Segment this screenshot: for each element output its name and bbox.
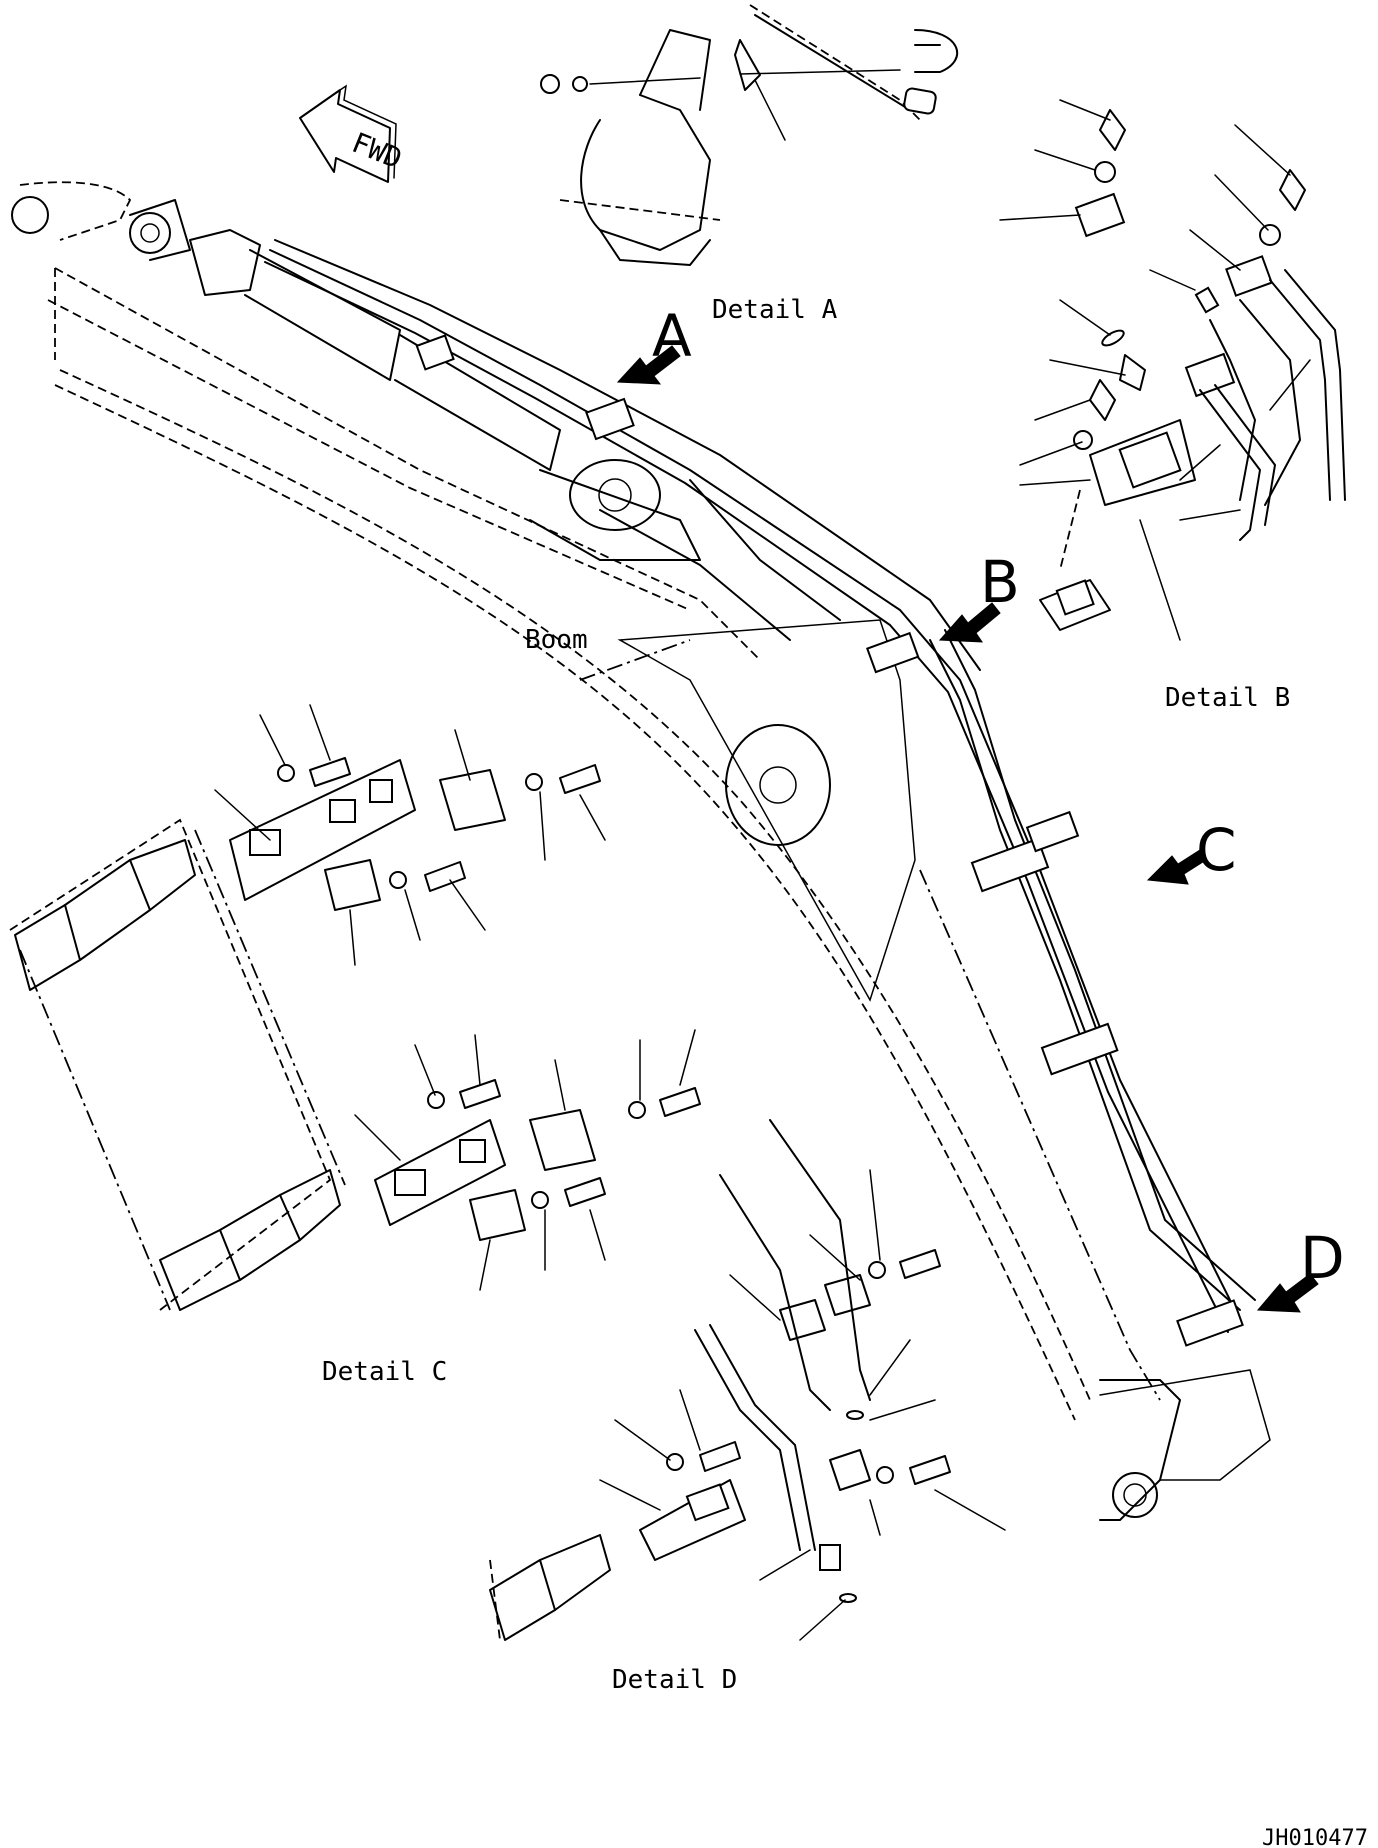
boom-cylinder [129, 199, 701, 561]
drawing-number: JH010477 [1262, 1826, 1368, 1848]
detail-d-drawing: Detail D [489, 1119, 1006, 1695]
callout-c-label: C [1196, 816, 1237, 884]
detail-c-label: Detail C [322, 1357, 447, 1387]
fwd-arrow: FWD [299, 84, 407, 183]
callout-a-label: A [652, 302, 692, 370]
boom-foot-pin [11, 196, 49, 234]
callout-b: B [938, 548, 1020, 643]
detail-a-washer [572, 76, 588, 92]
detail-b-drawing: Detail B [999, 99, 1346, 713]
boom-body [11, 181, 1271, 1521]
boom-clamps [415, 334, 1244, 1347]
boom-plate-boss [725, 724, 831, 846]
callout-b-label: B [980, 548, 1020, 616]
callout-a: A [616, 302, 692, 385]
hydraulic-lines [264, 239, 1256, 1333]
boom-tip-pin [1112, 1472, 1158, 1518]
detail-c-drawing: Detail C [9, 704, 701, 1387]
detail-d-label: Detail D [612, 1665, 737, 1695]
detail-b-label: Detail B [1165, 683, 1290, 713]
detail-a-label: Detail A [712, 295, 838, 325]
detail-a-nut [540, 74, 560, 94]
boom-label: Boom [525, 625, 588, 655]
callout-d: D [1256, 1224, 1345, 1313]
boom-cylinder-rod-end [569, 459, 661, 531]
callout-c: C [1146, 816, 1237, 885]
detail-a-drawing: Detail A [540, 4, 959, 325]
callout-d-label: D [1300, 1224, 1345, 1292]
